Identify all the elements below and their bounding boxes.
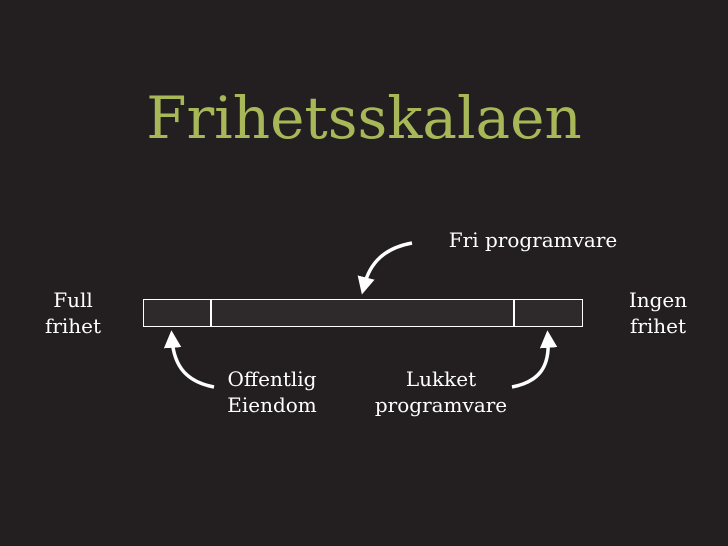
freedom-scale-bar — [143, 299, 583, 327]
full-freedom-label: Full frihet — [38, 287, 108, 339]
no-freedom-line-1: Ingen — [628, 288, 688, 312]
slide-title: Frihetsskalaen — [146, 84, 582, 152]
closed-software-line-1: Lukket — [405, 367, 477, 391]
free-software-label: Fri programvare — [448, 228, 618, 252]
no-freedom-line-2: frihet — [629, 314, 687, 338]
public-domain-line-1: Offentlig — [227, 367, 317, 391]
full-freedom-line-1: Full — [53, 288, 93, 312]
full-freedom-line-2: frihet — [44, 314, 102, 338]
public-domain-label: Offentlig Eiendom — [210, 366, 334, 418]
no-freedom-label: Ingen frihet — [620, 287, 696, 339]
closed-software-line-2: programvare — [374, 393, 508, 417]
public-domain-line-2: Eiendom — [227, 393, 317, 417]
closed-software-label: Lukket programvare — [358, 366, 524, 418]
closed-software-divider — [513, 300, 515, 326]
public-domain-arrow — [163, 330, 215, 389]
public-domain-divider — [210, 300, 212, 326]
free-software-arrow — [357, 241, 413, 295]
